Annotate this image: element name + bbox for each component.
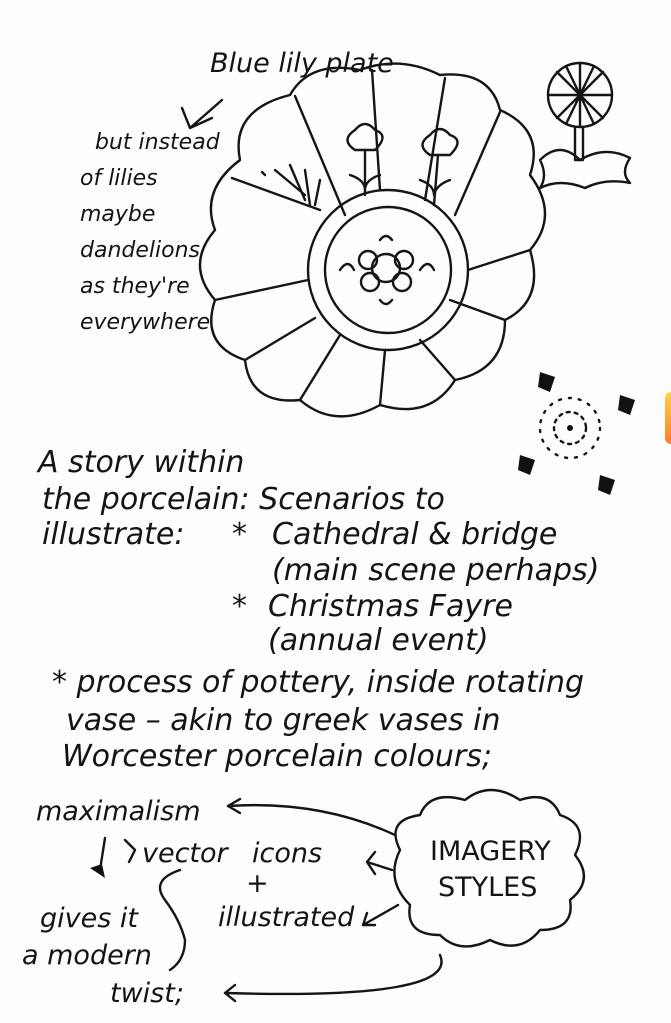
pottery-line: Worcester porcelain colours; [62, 739, 492, 774]
pottery-line: * process of pottery, inside rotating [52, 665, 585, 700]
orange-marker-edge [665, 392, 671, 444]
sun-doodle [518, 372, 635, 495]
story-line: A story within [38, 445, 245, 480]
mindmap-center-line: STYLES [438, 872, 538, 903]
plate-title: Blue lily plate [210, 48, 394, 79]
scenario-bullet: * [232, 517, 247, 552]
arrow-icon [180, 98, 224, 130]
dandelion-drawing [538, 61, 632, 190]
icons-label: icons [252, 838, 323, 869]
gives-line: a modern [22, 940, 152, 971]
scenario-title: Cathedral & bridge [272, 517, 558, 552]
plate-drawing [198, 62, 547, 418]
plate-note-line: of lilies [80, 166, 158, 191]
story-line: the porcelain: Scenarios to [42, 482, 445, 517]
plate-note-line: dandelions [80, 238, 200, 263]
scenario-bullet: * [232, 589, 247, 624]
plate-note-line: everywhere [80, 310, 211, 335]
scenario-title: Christmas Fayre [268, 589, 513, 624]
gives-line: gives it [40, 903, 138, 934]
mindmap-center-line: IMAGERY [430, 836, 551, 867]
gives-line: twist; [110, 978, 184, 1009]
story-line: illustrate: [42, 517, 185, 552]
illustrated-label: illustrated [218, 902, 355, 933]
plus-label: + [246, 868, 269, 899]
scenario-note: (annual event) [268, 623, 489, 658]
scenario-note: (main scene perhaps) [272, 553, 600, 588]
mindmap-drawing [90, 788, 585, 1003]
maximalism-label: maximalism [36, 796, 201, 827]
plate-note-line: as they're [80, 274, 190, 299]
vector-label: vector [142, 838, 228, 869]
plate-note-line: but instead [95, 130, 220, 155]
pottery-line: vase – akin to greek vases in [66, 703, 501, 738]
plate-note-line: maybe [80, 202, 156, 227]
